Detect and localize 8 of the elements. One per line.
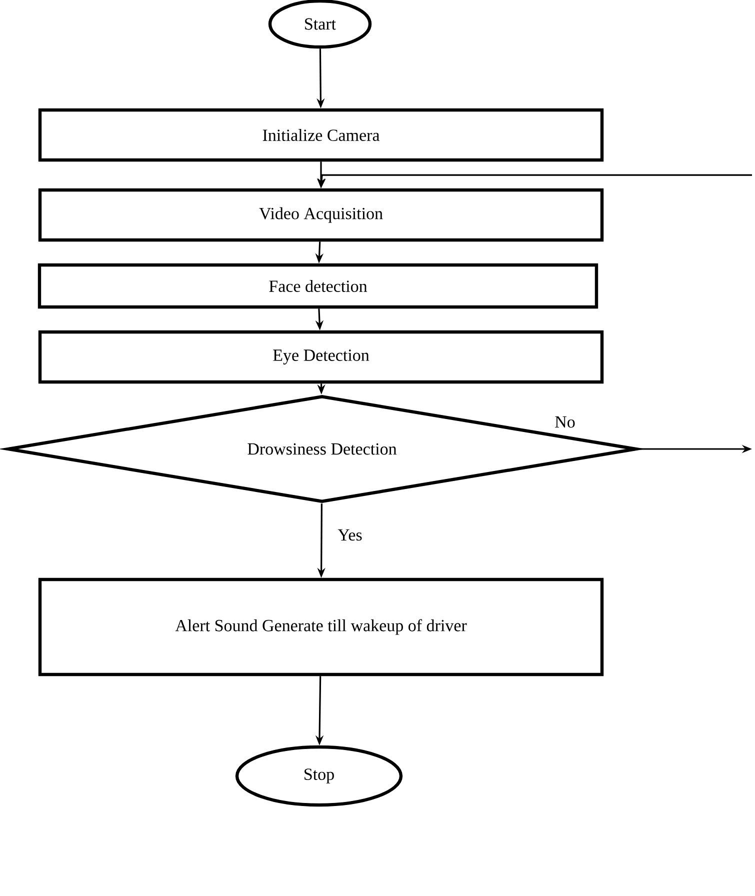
- stop-oval: Stop: [235, 745, 403, 807]
- edge-label: No: [552, 414, 578, 430]
- process-box: Video Acquisition: [38, 188, 604, 242]
- process-box: Eye Detection: [38, 330, 604, 384]
- process-box: Initialize Camera: [38, 108, 604, 162]
- edge-label: Yes: [336, 527, 364, 543]
- process-box: Alert Sound Generate till wakeup of driver: [38, 578, 604, 676]
- process-box: Face detection: [38, 263, 598, 309]
